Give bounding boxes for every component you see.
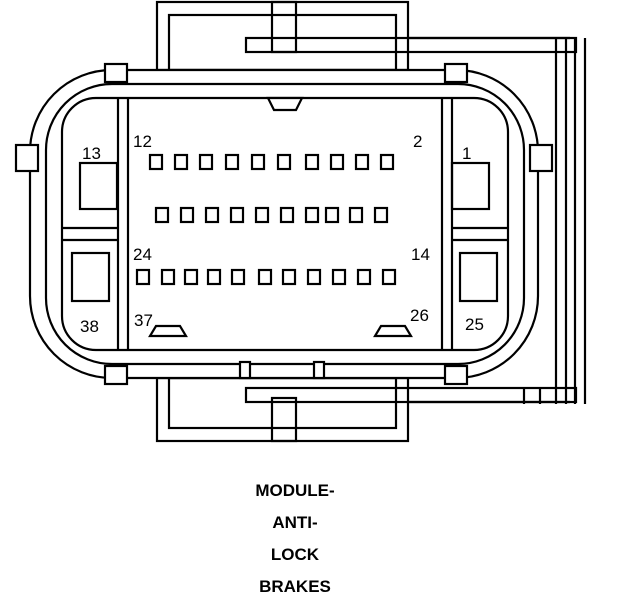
pin-cavity <box>229 206 245 224</box>
wire-bundle <box>408 36 587 404</box>
pin-cavity <box>356 268 372 286</box>
inner-dividers <box>62 98 508 350</box>
pin-label-1: 1 <box>462 144 471 163</box>
pin-label-26: 26 <box>410 306 429 325</box>
pin-cavities <box>135 153 397 286</box>
pin-label-2: 2 <box>413 132 422 151</box>
pin-label-14: 14 <box>411 245 430 264</box>
pin-cavity <box>230 268 246 286</box>
pin-cavity <box>206 268 222 286</box>
pin-cavity <box>281 268 297 286</box>
pin-label-37: 37 <box>134 311 153 330</box>
pin-cavity <box>276 153 292 171</box>
caption-line-1: MODULE- <box>255 481 335 500</box>
connector-shell <box>28 68 540 380</box>
pin-cavity <box>254 206 270 224</box>
pin-cavity <box>135 268 151 286</box>
top-latch <box>155 0 578 72</box>
pin-cavity <box>306 268 322 286</box>
pin-cavity <box>183 268 199 286</box>
pin-cavity <box>279 206 295 224</box>
pin-cavity <box>179 206 195 224</box>
pin-label-25: 25 <box>465 315 484 334</box>
pin-cavity <box>354 153 370 171</box>
bottom-latch <box>155 376 578 443</box>
caption-line-2: ANTI- <box>272 513 318 532</box>
pin-cavity <box>148 153 164 171</box>
pin-cavity <box>304 153 320 171</box>
caption-line-3: LOCK <box>270 545 320 564</box>
pin-label-24: 24 <box>133 245 152 264</box>
pin-cavity <box>348 206 364 224</box>
pin-cavity <box>154 206 170 224</box>
pin-cavity <box>250 153 266 171</box>
pin-cavity <box>331 268 347 286</box>
corner-cavities <box>70 161 499 303</box>
pin-labels: 12 2 13 1 24 14 38 37 26 25 <box>80 132 484 336</box>
pin-cavity <box>379 153 395 171</box>
pin-cavity <box>173 153 189 171</box>
caption-line-4: BRAKES <box>259 577 331 596</box>
pin-cavity <box>324 206 340 224</box>
keying-features <box>148 96 413 338</box>
pin-cavity <box>198 153 214 171</box>
side-tabs <box>14 143 554 173</box>
pin-cavity <box>257 268 273 286</box>
shell-notches <box>103 62 469 386</box>
pin-cavity <box>160 268 176 286</box>
pin-cavity <box>224 153 240 171</box>
pin-label-38: 38 <box>80 317 99 336</box>
pin-cavity <box>373 206 389 224</box>
pin-label-12: 12 <box>133 132 152 151</box>
pin-cavity <box>304 206 320 224</box>
pin-cavity <box>204 206 220 224</box>
pin-cavity <box>381 268 397 286</box>
pin-cavity <box>329 153 345 171</box>
pin-label-13: 13 <box>82 144 101 163</box>
